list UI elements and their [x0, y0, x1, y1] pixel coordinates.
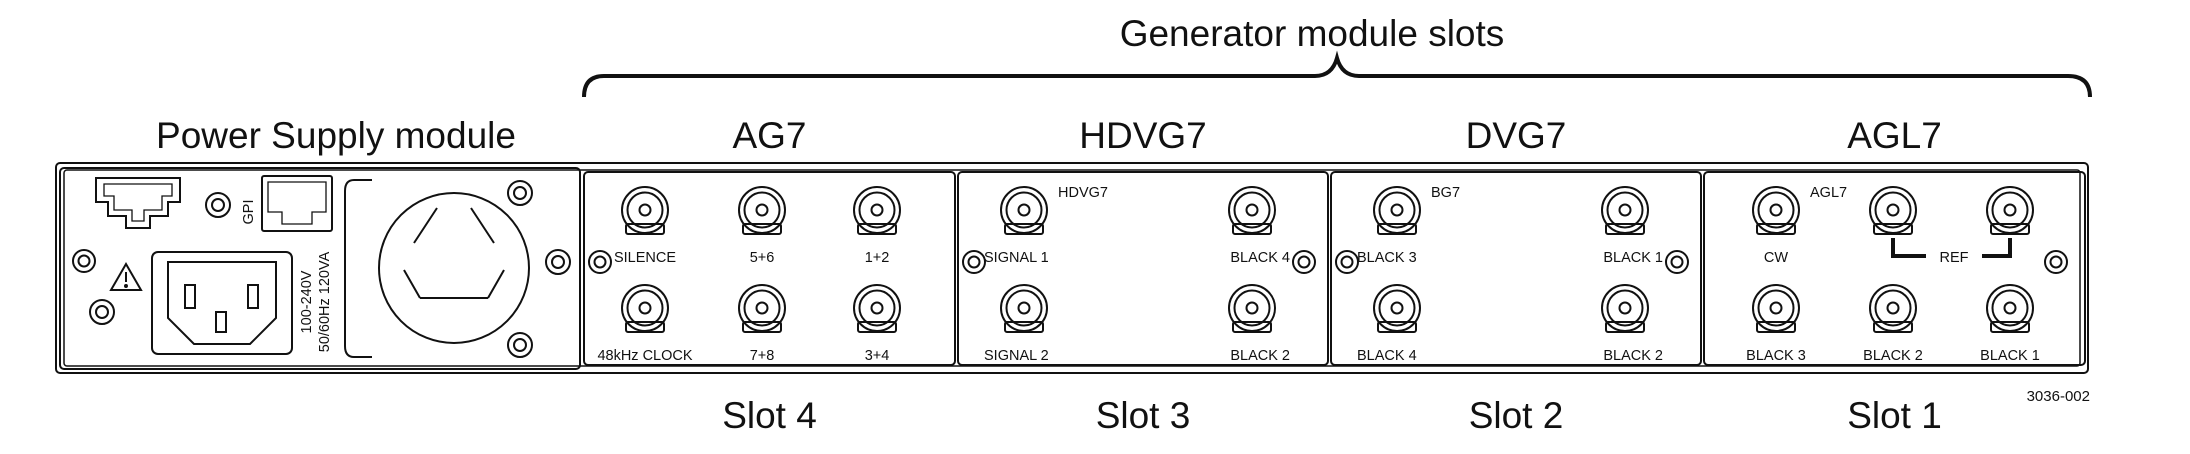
panel-screw-icon	[1292, 250, 1316, 274]
panel-screw-icon	[1335, 250, 1359, 274]
module-name: AG7	[732, 115, 806, 156]
ethernet-port-icon	[95, 177, 181, 229]
rating-line1: 100-240V	[299, 270, 315, 333]
fan-icon	[378, 192, 530, 344]
bnc-connector-black-2[interactable]	[1228, 284, 1276, 333]
module-name: HDVG7	[1079, 115, 1206, 156]
bnc-connector-black-1[interactable]	[1601, 186, 1649, 235]
bnc-connector-ref-a[interactable]	[1869, 186, 1917, 235]
connector-label: BLACK 2	[1863, 348, 1923, 364]
module-tag: AGL7	[1810, 185, 1847, 201]
fan-screw-icon	[507, 180, 533, 206]
fan-handle-icon	[344, 179, 372, 358]
gpi-port-icon	[261, 175, 333, 232]
connector-label: 7+8	[750, 348, 775, 364]
bnc-connector-ref-b[interactable]	[1986, 186, 2034, 235]
bnc-connector-5-6[interactable]	[738, 186, 786, 235]
connector-label: BLACK 3	[1746, 348, 1806, 364]
connector-label: 1+2	[865, 250, 890, 266]
ac-inlet-icon	[167, 261, 277, 345]
bnc-connector-3-4[interactable]	[853, 284, 901, 333]
ref-label: REF	[1940, 250, 1969, 266]
slot4-panel	[583, 171, 956, 366]
connector-label: BLACK 2	[1230, 348, 1290, 364]
bnc-connector-black-4[interactable]	[1228, 186, 1276, 235]
mount-screw-icon	[89, 299, 115, 325]
module-name: AGL7	[1847, 115, 1942, 156]
ref-bracket	[1891, 238, 2012, 258]
connector-label: SILENCE	[614, 250, 676, 266]
slot1-panel	[1703, 171, 2086, 366]
bnc-connector-black-3[interactable]	[1752, 284, 1800, 333]
fan-screw-icon	[545, 249, 571, 275]
bnc-connector-black-3[interactable]	[1373, 186, 1421, 235]
connector-label: 3+4	[865, 348, 890, 364]
connector-label: 48kHz CLOCK	[597, 348, 692, 364]
chassis-outer	[55, 162, 2089, 374]
panel-screw-icon	[1665, 250, 1689, 274]
slot-label: Slot 1	[1847, 395, 1942, 436]
connector-label: BLACK 1	[1980, 348, 2040, 364]
bnc-connector-signal-1[interactable]	[1000, 186, 1048, 235]
power-supply-panel	[59, 167, 581, 370]
bnc-connector-signal-2[interactable]	[1000, 284, 1048, 333]
bnc-connector-cw[interactable]	[1752, 186, 1800, 235]
slot-label: Slot 4	[722, 395, 817, 436]
connector-label: SIGNAL 2	[984, 348, 1049, 364]
connector-label: BLACK 4	[1357, 348, 1417, 364]
fan-screw-icon	[507, 332, 533, 358]
bnc-connector-1-2[interactable]	[853, 186, 901, 235]
bnc-connector-48khz-clock[interactable]	[621, 284, 669, 333]
connector-label: BLACK 2	[1603, 348, 1663, 364]
panel-screw-icon	[962, 250, 986, 274]
module-tag: HDVG7	[1058, 185, 1108, 201]
gpi-label: GPI	[241, 200, 257, 225]
slot3-panel	[957, 171, 1329, 366]
mount-screw-icon	[72, 249, 96, 273]
ac-inlet-outer	[151, 251, 293, 355]
gpi-screw-icon	[205, 192, 231, 218]
figure-code: 3036-002	[2027, 388, 2090, 405]
bnc-connector-7-8[interactable]	[738, 284, 786, 333]
connector-label: BLACK 4	[1230, 250, 1290, 266]
bnc-connector-black-2[interactable]	[1601, 284, 1649, 333]
warning-triangle-icon	[109, 261, 143, 291]
panel-screw-icon	[2044, 250, 2068, 274]
generator-slots-heading: Generator module slots	[1120, 13, 1505, 54]
generator-brace	[582, 50, 2092, 98]
bnc-connector-black-2[interactable]	[1869, 284, 1917, 333]
bnc-connector-black-4[interactable]	[1373, 284, 1421, 333]
panel-screw-icon	[588, 250, 612, 274]
connector-label: BLACK 3	[1357, 250, 1417, 266]
connector-label: CW	[1764, 250, 1788, 266]
connector-label: 5+6	[750, 250, 775, 266]
slot-label: Slot 2	[1469, 395, 1564, 436]
slot-label: Slot 3	[1096, 395, 1191, 436]
module-tag: BG7	[1431, 185, 1460, 201]
power-supply-label: Power Supply module	[156, 115, 516, 156]
connector-label: BLACK 1	[1603, 250, 1663, 266]
slot2-panel	[1330, 171, 1702, 366]
bnc-connector-black-1[interactable]	[1986, 284, 2034, 333]
connector-label: SIGNAL 1	[984, 250, 1049, 266]
module-name: DVG7	[1466, 115, 1567, 156]
bnc-connector-silence[interactable]	[621, 186, 669, 235]
rating-line2: 50/60Hz 120VA	[317, 251, 333, 352]
